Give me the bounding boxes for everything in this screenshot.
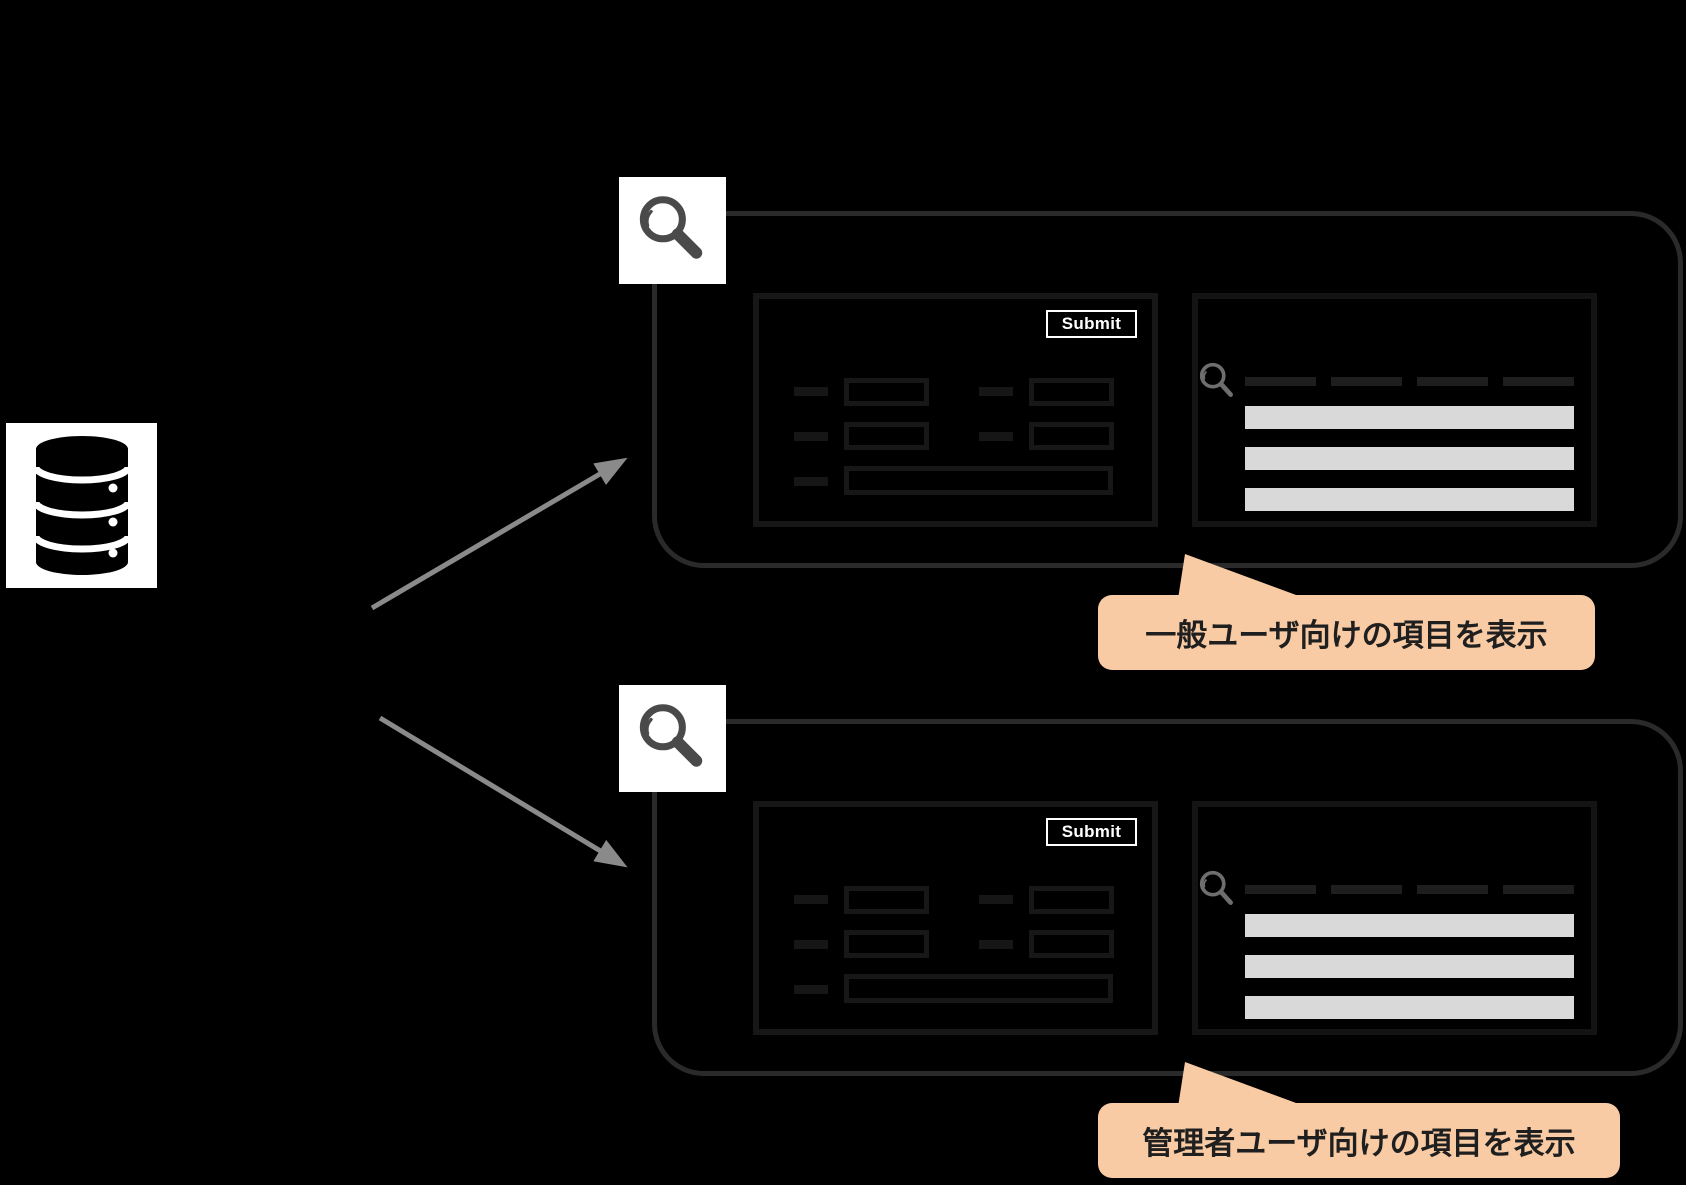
form-field-label bbox=[979, 432, 1013, 441]
results-query-placeholder bbox=[1245, 885, 1575, 894]
callout-text: 一般ユーザ向けの項目を表示 bbox=[1145, 618, 1548, 653]
callout-bubble: 管理者ユーザ向けの項目を表示 bbox=[1098, 1103, 1620, 1178]
submit-button[interactable]: Submit bbox=[1046, 818, 1137, 846]
form-field-input[interactable] bbox=[844, 886, 929, 914]
result-row-bar bbox=[1245, 488, 1574, 511]
form-field-label bbox=[979, 387, 1013, 396]
callout-bubble: 一般ユーザ向けの項目を表示 bbox=[1098, 595, 1595, 670]
form-field-input[interactable] bbox=[1029, 930, 1114, 958]
results-query-placeholder bbox=[1245, 377, 1575, 386]
result-row-bar bbox=[1245, 406, 1574, 429]
result-row-bar bbox=[1245, 447, 1574, 470]
form-field-label bbox=[979, 895, 1013, 904]
results-search-icon bbox=[1199, 362, 1233, 397]
database-icon bbox=[34, 435, 129, 575]
form-field-label bbox=[794, 895, 828, 904]
form-field-input[interactable] bbox=[1029, 422, 1114, 450]
result-row-bar bbox=[1245, 914, 1574, 937]
search-tile bbox=[619, 685, 726, 792]
form-field-label bbox=[794, 985, 828, 994]
form-field-label bbox=[794, 940, 828, 949]
result-row-bar bbox=[1245, 996, 1574, 1019]
search-icon bbox=[639, 703, 702, 767]
form-field-input-wide[interactable] bbox=[844, 466, 1113, 495]
flow-admin-user: Submit 管理者ユーザ向けの項目を表示 bbox=[0, 508, 1686, 1185]
submit-button[interactable]: Submit bbox=[1046, 310, 1137, 338]
form-field-label bbox=[794, 477, 828, 486]
callout-tail bbox=[1178, 554, 1307, 599]
flow-general-user: Submit 一般ユーザ向けの項目を表示 bbox=[619, 177, 1683, 670]
callout-tail bbox=[1178, 1062, 1307, 1107]
search-icon bbox=[639, 195, 702, 259]
database-tile bbox=[6, 423, 157, 588]
form-field-input[interactable] bbox=[844, 930, 929, 958]
form-field-input[interactable] bbox=[1029, 886, 1114, 914]
search-tile bbox=[619, 177, 726, 284]
form-field-input-wide[interactable] bbox=[844, 974, 1113, 1003]
callout-text: 管理者ユーザ向けの項目を表示 bbox=[1142, 1126, 1576, 1161]
form-field-input[interactable] bbox=[844, 422, 929, 450]
result-row-bar bbox=[1245, 955, 1574, 978]
form-field-input[interactable] bbox=[1029, 378, 1114, 406]
form-field-label bbox=[794, 432, 828, 441]
form-field-label bbox=[794, 387, 828, 396]
results-search-icon bbox=[1199, 870, 1233, 905]
form-field-label bbox=[979, 940, 1013, 949]
form-field-input[interactable] bbox=[844, 378, 929, 406]
